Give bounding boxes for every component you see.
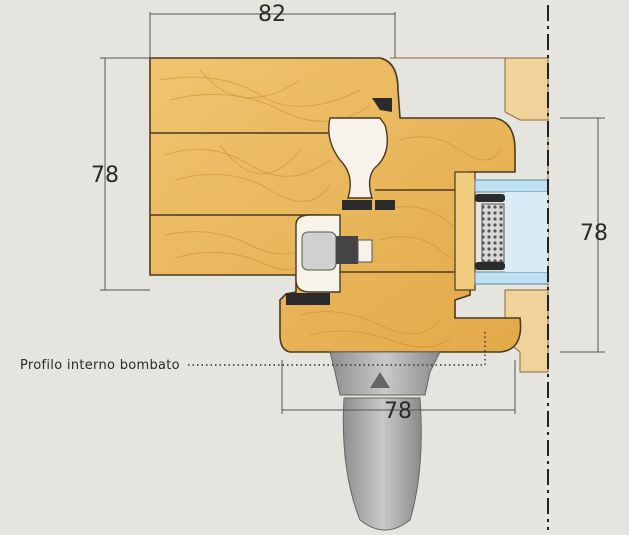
glazing-bead [454, 171, 476, 291]
dimension-top-width: 82 [149, 2, 396, 58]
hardware-bolt [336, 236, 358, 264]
window-handle [329, 351, 441, 531]
glass-gasket-bottom [475, 262, 505, 270]
glass-gasket-top [475, 194, 505, 202]
glass-spacer [481, 203, 505, 263]
hardware-bolt-tip [357, 239, 373, 263]
outer-frame-wood [390, 57, 549, 373]
dimension-bottom-width: 78 [281, 360, 516, 424]
sash-wood-body [149, 57, 522, 353]
glass-cavity [505, 192, 548, 272]
sash-inner-groove [328, 117, 388, 199]
dimension-left-height: 78 [91, 57, 150, 291]
hardware-lock-part [301, 231, 337, 271]
glass-pane-outer [474, 179, 549, 193]
annotation-leader: Profilo interno bombato [20, 330, 486, 373]
dimension-left-label: 78 [91, 163, 119, 188]
dimension-top-label: 82 [258, 2, 286, 27]
dimension-bottom-label: 78 [384, 399, 412, 424]
dimension-right-height: 78 [560, 117, 608, 353]
gaskets [286, 98, 395, 305]
dimension-right-label: 78 [580, 221, 608, 246]
annotation-label: Profilo interno bombato [20, 358, 180, 373]
glass-pane-inner [474, 271, 549, 285]
